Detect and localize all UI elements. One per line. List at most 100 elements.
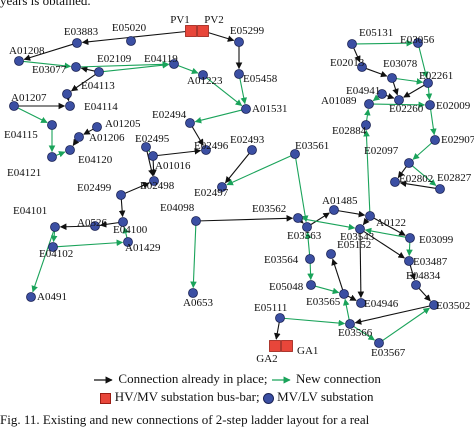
- node-label-A0491: A0491: [37, 291, 67, 303]
- substation-node-E03502: [429, 300, 439, 310]
- existing-connection-E04834-E03502: [418, 287, 431, 302]
- existing-connection-A01205-A01206: [83, 128, 94, 135]
- substation-node-E04100: [118, 217, 128, 227]
- substation-node-E05299: [234, 37, 244, 47]
- substation-node-E02884: [361, 120, 371, 130]
- existing-connection-E03543-E03487: [363, 231, 405, 259]
- new-connection-A01207-E04115: [17, 107, 48, 124]
- node-label-E02495: E02495: [135, 133, 170, 145]
- substation-node-E05111: [275, 313, 285, 323]
- node-label-E03563: E03563: [287, 230, 322, 242]
- hv-busbar-GA1: [281, 340, 293, 352]
- new-connection-E03564-E03563: [304, 231, 312, 255]
- existing-connection-A01206-E04120: [72, 138, 80, 147]
- hv-busbar-PV1: [185, 25, 197, 37]
- existing-connection-E03883-A01208: [23, 43, 73, 61]
- existing-connection-E03543-E04946: [357, 233, 365, 299]
- substation-node-E04101: [50, 222, 60, 232]
- node-label-E04120: E04120: [78, 154, 113, 166]
- substation-node-E04941: [377, 89, 387, 99]
- node-label-E04946: E04946: [364, 298, 399, 310]
- node-label-A01016: A01016: [155, 160, 191, 172]
- new-connection-E04941-A01089: [372, 94, 381, 102]
- node-label-E03883: E03883: [64, 26, 99, 38]
- substation-node-E05458: [234, 69, 244, 79]
- node-label-E05299: E05299: [230, 25, 265, 37]
- existing-connection-PV2-E05299: [208, 32, 235, 42]
- existing-connection-E05111-GA2: [274, 322, 281, 340]
- existing-connection-E02109-E03077: [80, 66, 95, 73]
- node-label-E03566: E03566: [338, 327, 373, 339]
- new-connection-A01531-E02494: [194, 109, 242, 124]
- substation-node-A01485: [329, 205, 339, 215]
- node-label-E03564: E03564: [264, 254, 299, 266]
- node-label-A01485: A01485: [322, 195, 358, 207]
- substation-node-E02802: [390, 177, 400, 187]
- node-label-E05048: E05048: [269, 281, 304, 293]
- substation-node-A01206: [74, 132, 84, 142]
- substation-node-E04946: [356, 298, 366, 308]
- substation-node-A01208: [14, 56, 24, 66]
- existing-connection-E03565-E04946: [347, 294, 357, 301]
- preceding-text-fragment: years is obtained.: [0, 0, 91, 8]
- nodes-layer: [9, 25, 445, 352]
- node-label-E02261: E02261: [419, 70, 453, 82]
- connections-layer: [17, 31, 437, 341]
- node-label-E04114: E04114: [84, 101, 118, 113]
- existing-connection-E02013-E03078: [366, 68, 388, 78]
- existing-connection-E02499-E02498: [124, 182, 150, 194]
- node-label-E03543: E03543: [340, 231, 375, 243]
- node-label-A01429: A01429: [125, 242, 161, 254]
- substation-node-E02498: [149, 176, 159, 186]
- node-label-E02498: E02498: [140, 180, 175, 192]
- node-label-E03562: E03562: [252, 203, 286, 215]
- substation-node-E04098: [191, 216, 201, 226]
- node-label-E02009: E02009: [436, 100, 471, 112]
- substation-node-E03561: [290, 149, 300, 159]
- new-connection-E04102-A01429: [57, 239, 124, 248]
- substation-node-E02109: [94, 67, 104, 77]
- new-connection-E02884-A01089: [364, 108, 371, 121]
- new-connection-E02097-E02827: [412, 165, 437, 186]
- substation-node-E03567: [374, 338, 384, 348]
- substation-node-A0526: [90, 221, 100, 231]
- substation-node-E04115: [47, 120, 57, 130]
- new-connection-E04119-A01223: [178, 65, 199, 75]
- substation-node-A01089: [364, 99, 374, 109]
- node-label-E02499: E02499: [77, 182, 112, 194]
- legend-mv-label: MV/LV substation: [277, 389, 374, 404]
- node-label-E05458: E05458: [243, 73, 278, 85]
- new-connection-E05048-E03565: [315, 285, 340, 295]
- existing-connection-E03563-A01485: [310, 212, 330, 226]
- node-label-E03561: E03561: [295, 140, 329, 152]
- substation-node-E03565: [339, 289, 349, 299]
- node-label-E02493: E02493: [230, 134, 265, 146]
- node-label-E02802: E02802: [399, 173, 433, 185]
- node-label-E04121: E04121: [7, 167, 41, 179]
- substation-node-E03077: [71, 62, 81, 72]
- node-label-E03487: E03487: [413, 256, 448, 268]
- substation-node-E05152: [326, 249, 336, 259]
- existing-connection-E02499-E04100: [118, 199, 126, 218]
- substation-node-E02013: [357, 62, 367, 72]
- node-label-E04119: E04119: [144, 53, 178, 65]
- node-label-A01208: A01208: [9, 45, 45, 57]
- node-label-E05131: E05131: [359, 27, 393, 39]
- legend-existing-label: Connection already in place;: [118, 371, 268, 386]
- legend-hv-label: HV/MV substation bus-bar;: [114, 389, 260, 404]
- substation-node-A01207: [9, 101, 19, 111]
- substation-node-E04834: [411, 280, 421, 290]
- existing-connection-E04098-E03562: [200, 215, 294, 222]
- node-label-E03099: E03099: [419, 234, 454, 246]
- new-connection-E03566-E03565: [343, 298, 350, 320]
- node-label-A0526: A0526: [77, 217, 107, 229]
- new-connection-E02907-E02097: [412, 142, 432, 160]
- substation-node-E03562: [293, 213, 303, 223]
- node-label-E04101: E04101: [13, 205, 47, 217]
- new-connection-E05458-A01531: [239, 78, 247, 105]
- substation-node-A0122: [365, 211, 375, 221]
- new-connection-E03562-E03543: [302, 218, 356, 231]
- existing-connection-E02261-E02260: [403, 84, 425, 98]
- node-label-E02097: E02097: [364, 145, 399, 157]
